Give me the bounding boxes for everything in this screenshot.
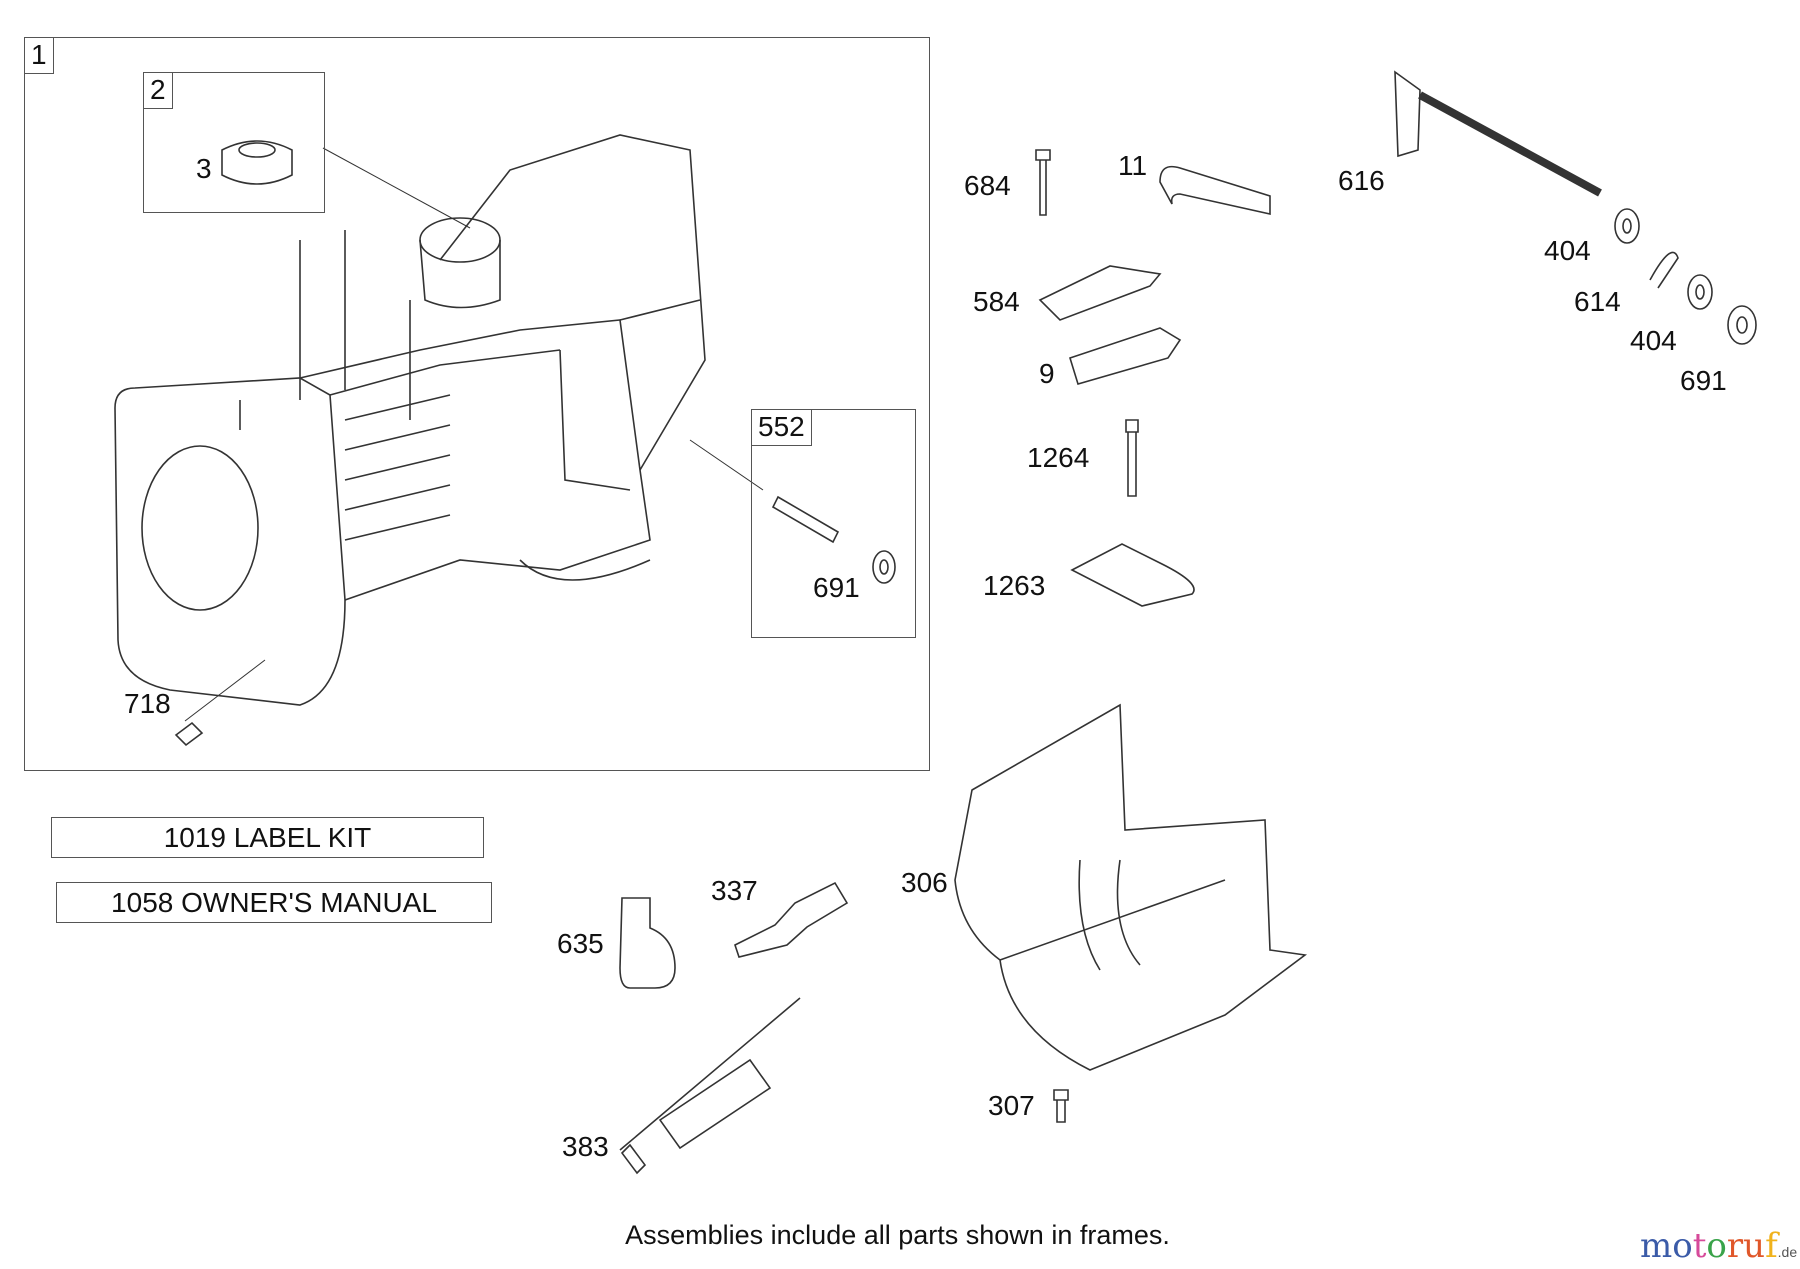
callout-9: 9 xyxy=(1039,358,1055,389)
callout-404: 404 xyxy=(1544,235,1591,266)
cylinder-block-drawing xyxy=(114,134,896,747)
callout-584: 584 xyxy=(973,286,1020,317)
callout-718: 718 xyxy=(124,688,171,719)
watermark-letter: o xyxy=(1706,1226,1727,1266)
frame-tag: 1 xyxy=(25,38,54,74)
callout-3: 3 xyxy=(196,153,212,184)
assembly-frame-2: 2 xyxy=(143,72,325,213)
callout-614: 614 xyxy=(1574,286,1621,317)
watermark-logo: motoruf.de xyxy=(1640,1226,1798,1266)
callout-684: 684 xyxy=(964,170,1011,201)
watermark-letter: o xyxy=(1672,1226,1693,1266)
callout-616: 616 xyxy=(1338,165,1385,196)
small-parts-drawing xyxy=(619,70,1757,1175)
frame-tag: 2 xyxy=(144,73,173,109)
callout-691: 691 xyxy=(813,572,860,603)
assembly-frame-1: 1 xyxy=(24,37,930,771)
callout-307: 307 xyxy=(988,1090,1035,1121)
callout-691: 691 xyxy=(1680,365,1727,396)
callout-11: 11 xyxy=(1118,150,1148,181)
callout-306: 306 xyxy=(901,867,948,898)
callout-635: 635 xyxy=(557,928,604,959)
watermark-letter: m xyxy=(1640,1226,1673,1266)
label-kit-box: 1019 LABEL KIT xyxy=(51,817,484,858)
callout-1264: 1264 xyxy=(1027,442,1090,473)
callout-1263: 1263 xyxy=(983,570,1046,601)
callout-404: 404 xyxy=(1630,325,1677,356)
frame-tag: 552 xyxy=(752,410,812,446)
owners-manual-box: 1058 OWNER'S MANUAL xyxy=(56,882,492,923)
watermark-letter: r xyxy=(1726,1226,1744,1266)
watermark-letter: u xyxy=(1743,1226,1766,1266)
callout-337: 337 xyxy=(711,875,758,906)
footer-note: Assemblies include all parts shown in fr… xyxy=(625,1220,1170,1250)
callout-383: 383 xyxy=(562,1131,609,1162)
watermark-letter: f xyxy=(1765,1226,1778,1266)
watermark-letter: t xyxy=(1692,1226,1707,1266)
assembly-frame-552: 552 xyxy=(751,409,916,638)
